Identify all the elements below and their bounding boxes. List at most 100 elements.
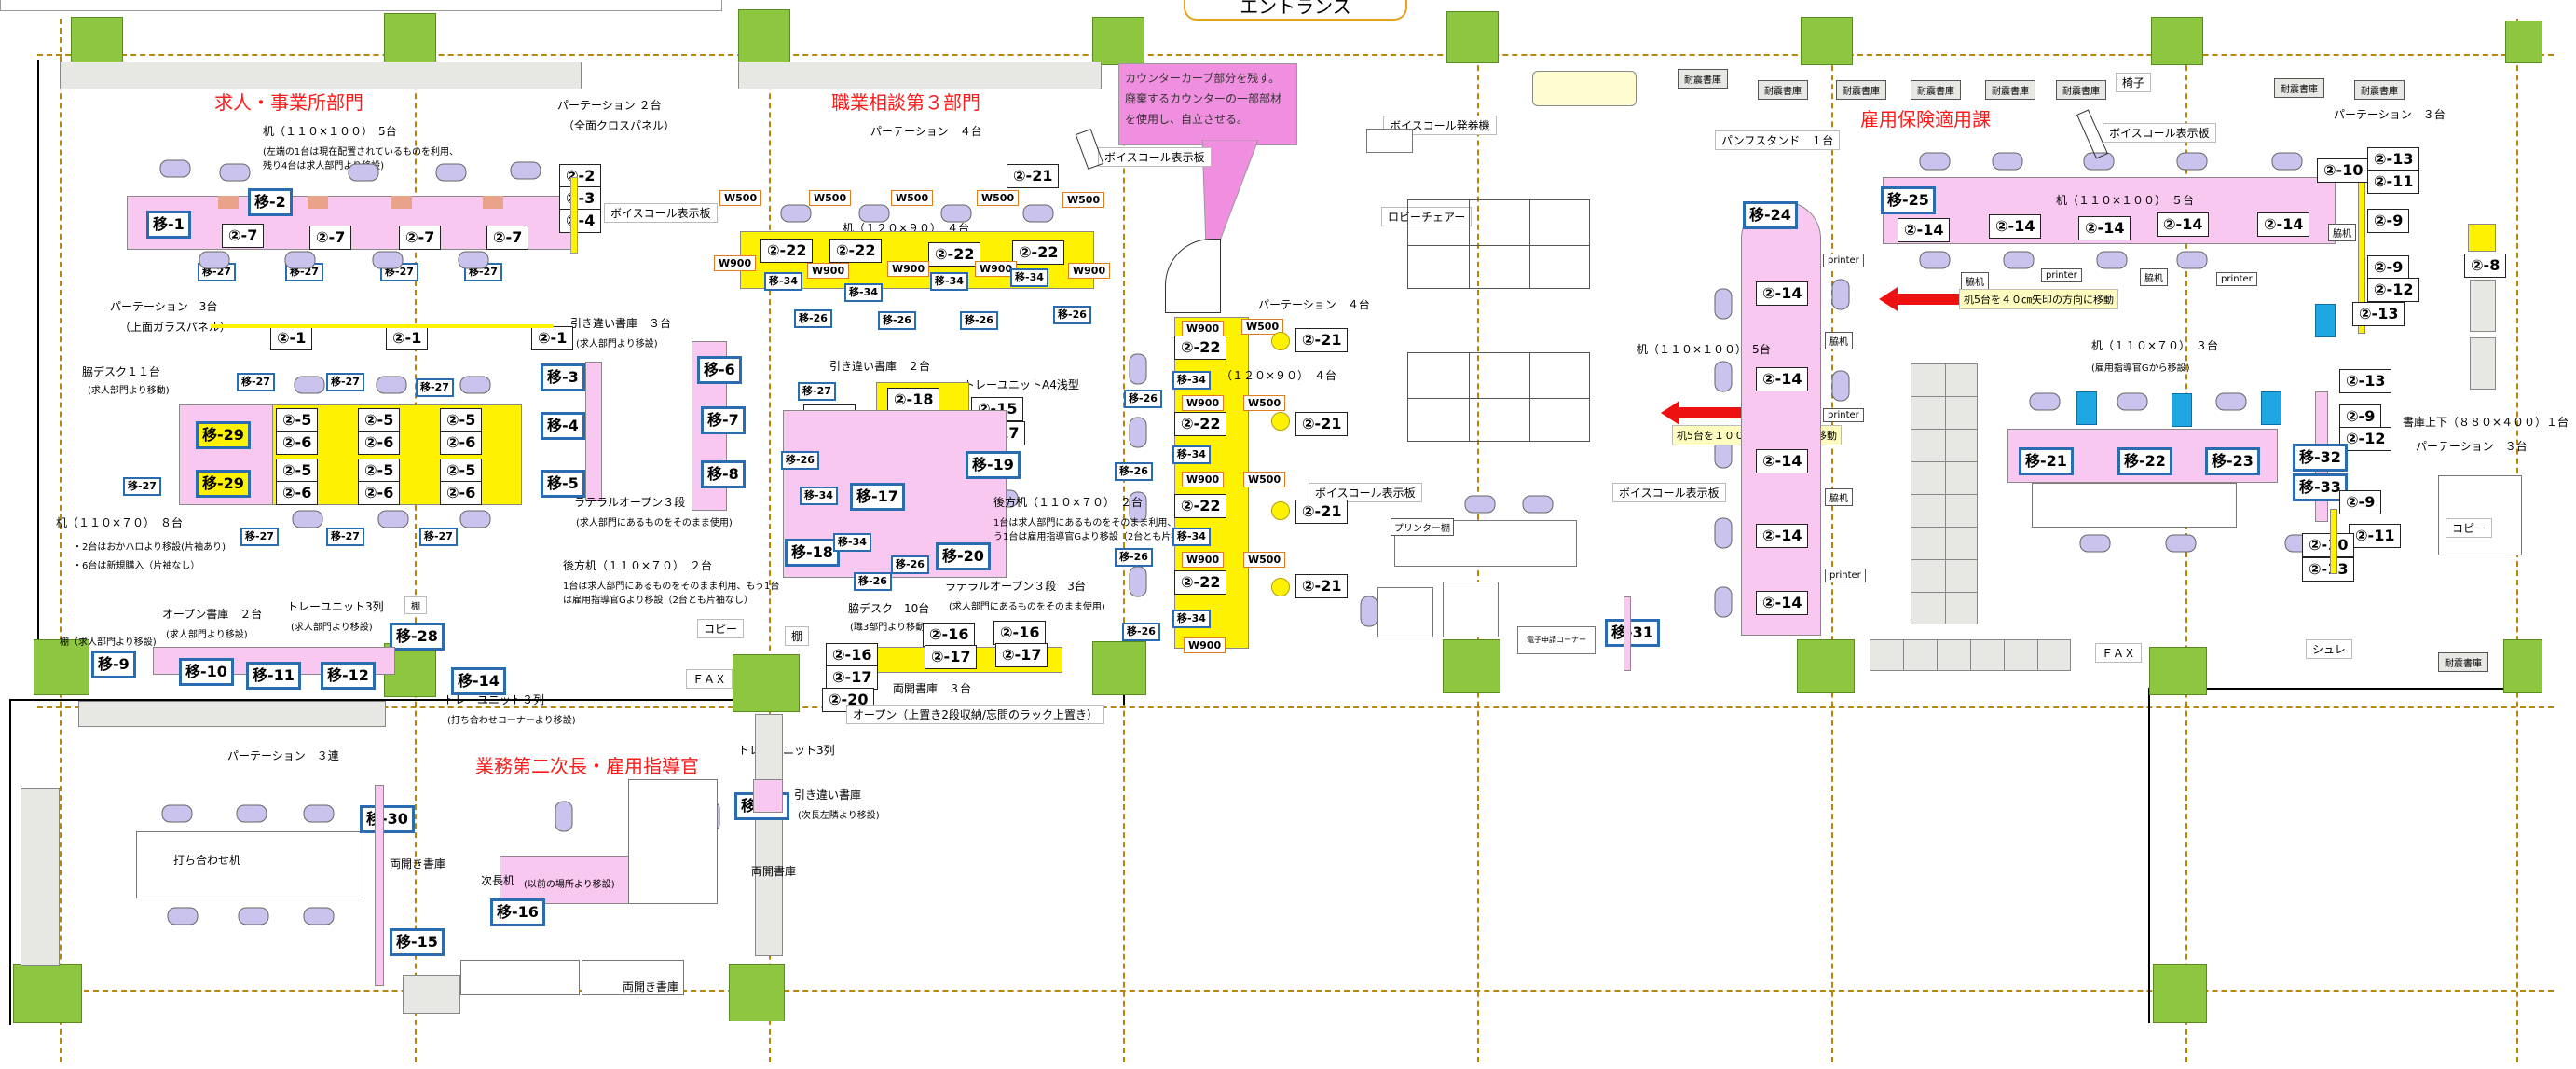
move-tag-27: 移-27	[240, 528, 279, 546]
label-partition-3: パーテーション 3台	[110, 300, 218, 313]
two-tag-5: ②-5	[276, 459, 319, 483]
pillar	[2505, 21, 2542, 63]
label-open-cab-2-sub: (求人部門より移設)	[166, 630, 248, 640]
desk-accent	[483, 196, 503, 209]
grid-line-bottom	[37, 990, 2554, 992]
w900-tag: W900	[1184, 637, 1226, 653]
label-partition-3-sub: （上面ガラスパネル）	[119, 321, 231, 334]
w500-tag: W500	[1062, 192, 1105, 208]
top-strip-box	[0, 0, 722, 11]
label-voice-board-2: ボイスコール表示板	[1098, 147, 1212, 167]
wall-stub	[1123, 690, 1125, 705]
fire-cab: 耐震書庫	[1836, 80, 1886, 100]
label-partition-4: パーテーション ４台	[870, 125, 982, 138]
vice-desk-back	[628, 779, 718, 904]
wall-lower-left	[9, 699, 783, 701]
move-tag-30: 移-30	[360, 805, 415, 833]
label-desk-110x70-3-sub: (雇用指導官Gから移設)	[2091, 363, 2190, 374]
pillar	[1797, 639, 1855, 693]
w500-tag: W500	[809, 190, 852, 206]
label-lateral-open-3-sub: (求人部門にあるものをそのまま使用)	[576, 518, 733, 528]
fire-cab: 耐震書庫	[2438, 652, 2488, 672]
wall-lower-left-v	[9, 699, 11, 1025]
label-open-cab-2: オープン書庫 ２台	[162, 608, 263, 621]
label-tray-3: トレーユニット3列	[287, 600, 384, 613]
two-tag-14: ②-14	[1756, 449, 1809, 473]
label-back-desk-2b: 後方机（１１０×７０） ２台	[993, 496, 1144, 509]
label-vice-desk-sub: (以前の場所より移設)	[524, 880, 615, 890]
label-desk-110x100-note: (左端の1台は現在配置されているものを利用、 残り4台は求人部門より移設)	[263, 147, 459, 171]
move-tag-2: 移-2	[248, 188, 293, 216]
two-tag-22: ②-22	[1174, 570, 1227, 595]
two-tag-14: ②-14	[1989, 214, 2042, 239]
two-tag-13: ②-13	[2302, 557, 2355, 582]
two-tag-5: ②-5	[440, 408, 483, 432]
move-tag-34: 移-34	[1172, 371, 1211, 390]
label-desk-110x100-5b: 机（１１０×１００） 5台	[1637, 343, 1771, 356]
two-tag-14: ②-14	[1756, 367, 1809, 391]
two-tag-14: ②-14	[1898, 218, 1951, 242]
label-double-cab-b: 両開き書庫	[623, 980, 679, 994]
move-tag-34: 移-34	[844, 283, 883, 302]
label-double-cab-a: 両開き書庫	[390, 857, 446, 870]
label-side-desk-10-sub: (職3部門より移動)	[850, 623, 928, 633]
grid-line-v1	[60, 19, 62, 1062]
label-lateral-open-3: ラテラルオープン３段 3台	[574, 496, 715, 509]
label-desk-110x100-5c: 机（１１０×１００） ５台	[2056, 194, 2195, 207]
cabinet-lower	[403, 975, 460, 1014]
pillar	[2149, 647, 2207, 695]
cyan-item	[2261, 391, 2281, 425]
label-tray-3-sub: (求人部門より移設)	[291, 623, 373, 633]
two-tag-14: ②-14	[2257, 212, 2310, 237]
partition-pink	[375, 785, 384, 986]
move-tag-26: 移-26	[960, 311, 998, 330]
two-tag-6: ②-6	[276, 431, 319, 455]
move-tag-14: 移-14	[451, 667, 506, 695]
two-tag-17: ②-17	[995, 643, 1048, 667]
w900-tag: W900	[807, 263, 850, 279]
move-tag-25: 移-25	[1881, 186, 1936, 214]
move-tag-10: 移-10	[179, 658, 234, 686]
printer: printer	[1825, 569, 1866, 582]
move-tag-27: 移-27	[419, 528, 458, 546]
two-tag-6: ②-6	[358, 481, 401, 505]
label-side-desk-11-sub: (求人部門より移動)	[88, 386, 170, 396]
move-tag-34: 移-34	[1172, 528, 1211, 546]
move-tag-8: 移-8	[701, 460, 746, 488]
label-fax: ＦＡＸ	[686, 669, 733, 689]
yellow-circle	[1271, 501, 1290, 520]
two-tag-6: ②-6	[440, 431, 483, 455]
two-tag-1: ②-1	[531, 326, 574, 350]
label-partition-2-sub: （全面クロスパネル）	[563, 119, 676, 132]
move-tag-34: 移-34	[833, 533, 871, 552]
label-shelf3: シュレ	[2306, 639, 2352, 659]
wall-left	[37, 60, 39, 656]
sofa	[1532, 71, 1637, 106]
w900-tag: W900	[975, 261, 1018, 277]
waki-desk: 脇机	[2140, 268, 2168, 286]
two-tag-6: ②-6	[276, 481, 319, 505]
move-tag-34: 移-34	[930, 272, 968, 291]
w500-tag: W500	[977, 190, 1020, 206]
label-desk-110x70-8-note2: ・6台は新規購入（片袖なし）	[73, 561, 200, 571]
yellow-box	[2468, 224, 2496, 252]
two-tag-9: ②-9	[2339, 490, 2382, 514]
waki-desk: 脇机	[1825, 488, 1853, 506]
two-tag-6: ②-6	[440, 481, 483, 505]
two-tag-7: ②-7	[486, 226, 529, 250]
pillar	[738, 9, 790, 63]
side-cab	[2470, 280, 2496, 332]
label-partition-4b: パーテーション ４台	[1258, 298, 1370, 311]
label-sliding-cab-2: 引き違い書庫 ２台	[829, 360, 931, 373]
tray-pink	[753, 779, 783, 813]
printer: printer	[2216, 272, 2257, 286]
move-tag-29: 移-29	[196, 421, 251, 449]
partition-line	[211, 324, 554, 328]
two-tag-14: ②-14	[2157, 212, 2210, 237]
counter-column-pink	[1741, 201, 1821, 636]
label-lateral-open-3b: ラテラルオープン３段 3台	[945, 580, 1086, 593]
label-copy2: コピー	[2446, 518, 2493, 538]
label-tray-3c: トレーユニット3列	[738, 744, 835, 757]
fire-cab: 耐震書庫	[1985, 80, 2035, 100]
label-voice-board-1: ボイスコール表示板	[604, 203, 718, 223]
